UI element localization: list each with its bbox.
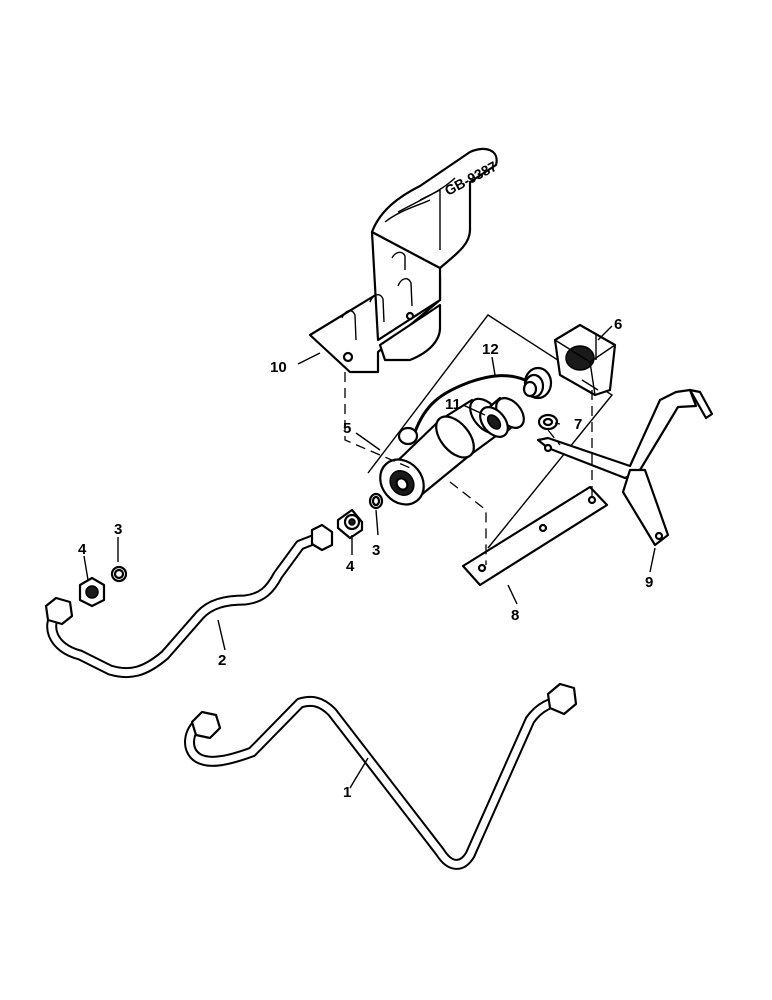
arm-part-9: [536, 388, 714, 547]
callout-1: 1: [343, 784, 351, 801]
callout-11: 11: [445, 396, 461, 413]
plate-part-8: [461, 485, 609, 587]
fitting-part-4-left: [78, 576, 106, 608]
leader-lines: [83, 325, 656, 789]
pipe-part-1: [184, 682, 578, 870]
bracket-part-10: GB-9387: [308, 147, 500, 374]
insert-part-11: [479, 396, 525, 438]
callout-2: 2: [218, 652, 226, 669]
oring-part-3-left: [110, 565, 128, 583]
callout-4-right: 4: [346, 558, 355, 575]
callout-6: 6: [614, 316, 622, 333]
oring-part-3-right: [368, 492, 384, 510]
callouts: 1 2 3 3 4 4 5 6 7 8 9 10 11 12: [78, 316, 653, 801]
callout-9: 9: [645, 574, 653, 591]
callout-3-left: 3: [114, 521, 122, 538]
fitting-part-4-right: [336, 508, 364, 540]
callout-5: 5: [343, 420, 351, 437]
callout-4-left: 4: [78, 541, 87, 558]
callout-10: 10: [270, 359, 287, 376]
washer-part-7: [537, 413, 559, 431]
alignment-lines: [344, 372, 593, 565]
pipe-part-2: [44, 523, 334, 679]
callout-7: 7: [574, 416, 582, 433]
callout-12: 12: [482, 341, 499, 358]
callout-8: 8: [511, 607, 519, 624]
callout-3-right: 3: [372, 542, 380, 559]
cap-part-12: [397, 366, 553, 446]
clamp-part-6: [553, 323, 617, 397]
